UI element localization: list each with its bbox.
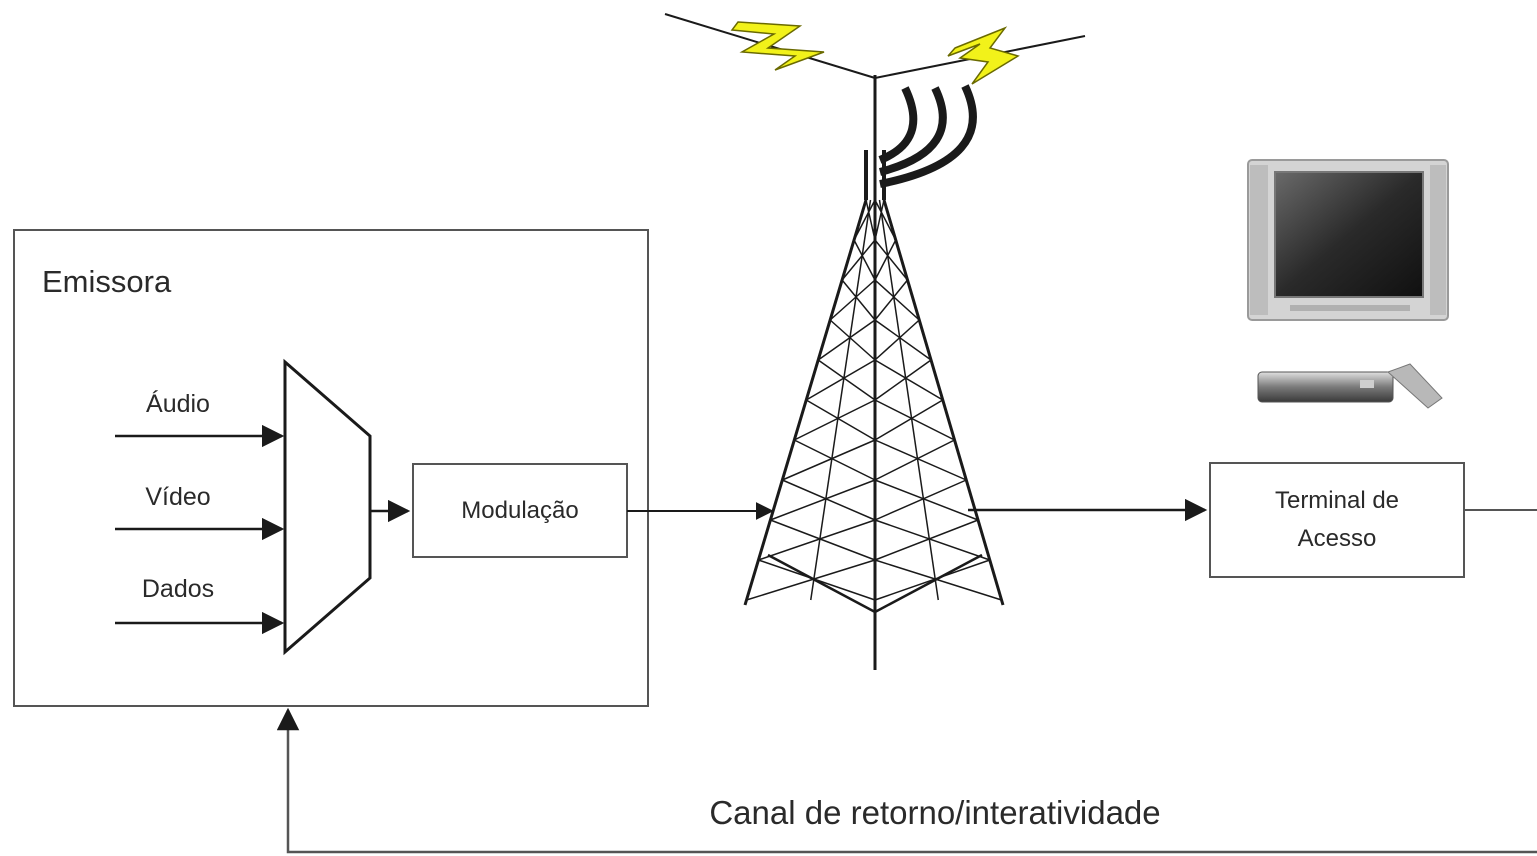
return-channel-label: Canal de retorno/interatividade bbox=[709, 794, 1160, 831]
access-terminal-label-line2: Acesso bbox=[1298, 525, 1377, 552]
multiplexer-shape bbox=[283, 358, 372, 656]
television-icon bbox=[1247, 159, 1449, 321]
lightning-bolt-icon bbox=[730, 21, 1020, 85]
radio-waves-icon bbox=[878, 84, 977, 188]
modulation-label: Modulação bbox=[461, 497, 578, 524]
set-top-box-icon bbox=[1257, 363, 1443, 409]
emissora-title: Emissora bbox=[42, 264, 172, 299]
input-label-dados: Dados bbox=[142, 575, 214, 603]
modulation-box: Modulação bbox=[412, 463, 628, 558]
input-label-audio: Áudio bbox=[146, 389, 210, 418]
access-terminal-label-line1: Terminal de bbox=[1275, 487, 1399, 514]
input-label-video: Vídeo bbox=[145, 483, 210, 511]
return-channel-line bbox=[276, 707, 1537, 854]
access-terminal-box: Terminal de Acesso bbox=[1209, 462, 1465, 578]
transmission-tower-icon bbox=[664, 13, 1086, 670]
emissora-box: Emissora bbox=[13, 229, 649, 707]
